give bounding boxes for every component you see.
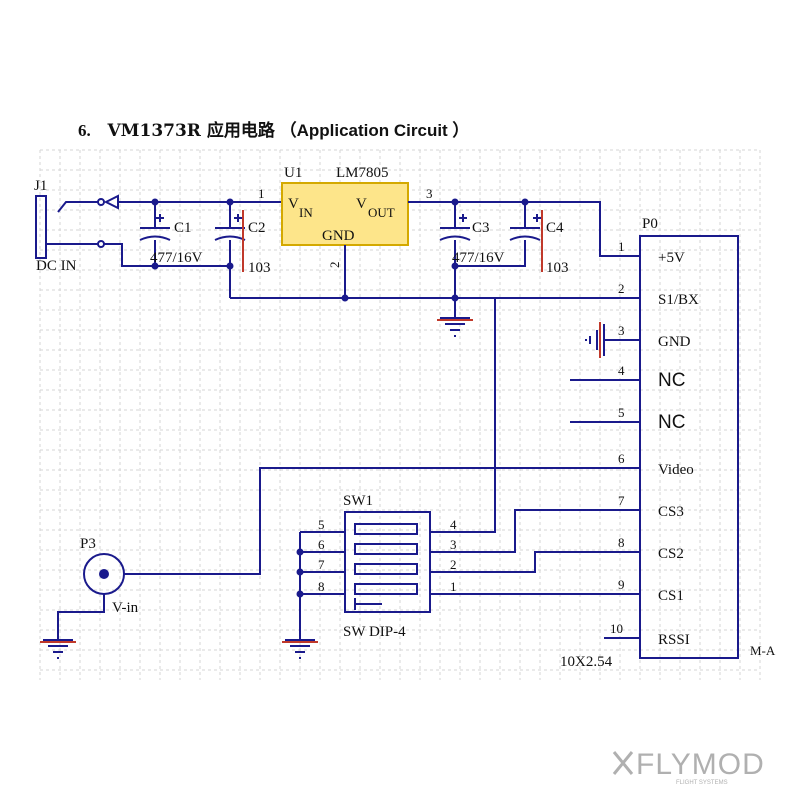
p0-footprint: 10X2.54: [560, 654, 613, 670]
cs3-wire: [430, 509, 640, 553]
heading-title-en: （Application Circuit ）: [279, 121, 470, 140]
sw1-junctions: [296, 548, 304, 598]
p0-pin-name: CS2: [658, 546, 684, 562]
p0-pin-name: +5V: [658, 250, 685, 266]
jack-ground-wire: [104, 243, 230, 267]
p0-pin-number: 9: [618, 577, 625, 592]
c1-ref: C1: [174, 220, 192, 236]
capacitor-c3: [439, 214, 471, 241]
p0-pin-name: NC: [658, 370, 685, 391]
u1-ref: U1: [284, 165, 302, 181]
sw1-left-pin-number: 8: [318, 579, 325, 594]
flymod-logo: FLYMOD FLIGHT SYSTEMS: [612, 748, 765, 786]
video-wire: [124, 467, 640, 575]
u1-vout: V: [356, 196, 367, 212]
p0-pin-name: S1/BX: [658, 292, 699, 308]
dip-switch-levers: [354, 523, 418, 610]
sw1-pin-group: 5 4 6 3 7 2 8 1: [300, 517, 457, 595]
u1-part: LM7805: [336, 165, 389, 181]
p0-pin-name: CS3: [658, 504, 684, 520]
logo-brand: FLYMOD: [636, 748, 765, 781]
cs2-wire: [430, 551, 640, 573]
sw1-left-pin-number: 7: [318, 557, 325, 572]
c3-value: 477/16V: [452, 250, 505, 266]
p0-pin-number: 5: [618, 405, 625, 420]
heading-title-cn: VM1373R 应用电路: [107, 121, 275, 141]
connector-p0: [639, 235, 739, 659]
c3-ref: C3: [472, 220, 490, 236]
vout-wire: [408, 201, 640, 257]
p0-pin-number: 2: [618, 281, 625, 296]
j1-ref: J1: [34, 178, 47, 194]
top-junctions: [151, 198, 529, 302]
p0-pin-name: RSSI: [658, 632, 690, 648]
p0-pin-number: 7: [618, 493, 625, 508]
s1bx-wire: [430, 297, 640, 533]
p3-ref: P3: [80, 536, 96, 552]
dc-jack-j1: [35, 194, 119, 259]
p0-pin-number: 6: [618, 451, 625, 466]
u1-pin3: 3: [426, 186, 433, 201]
sw1-left-pin-number: 5: [318, 517, 325, 532]
u1-vout-sub: OUT: [368, 205, 395, 220]
ground-symbol-sw1: [282, 639, 318, 659]
p0-pin-name: GND: [658, 334, 691, 350]
logo-sub: FLIGHT SYSTEMS: [676, 780, 728, 786]
background-grid: [39, 149, 761, 680]
j1-label: DC IN: [36, 258, 77, 274]
sw1-right-pin-number: 4: [450, 517, 457, 532]
sw1-left-pin-number: 6: [318, 537, 325, 552]
u1-pin1: 1: [258, 186, 265, 201]
coax-connector-p3: [57, 553, 125, 640]
p0-pin-name: Video: [658, 462, 694, 478]
p0-pin-number: 10: [610, 621, 623, 636]
c4-value: 103: [546, 260, 569, 276]
sw1-right-pin-number: 1: [450, 579, 457, 594]
c2-value: 103: [248, 260, 271, 276]
logo-x-icon: [612, 751, 634, 775]
page-heading: 6. VM1373R 应用电路 （Application Circuit ）: [78, 116, 469, 141]
ground-symbol-p0: [585, 322, 605, 358]
c1-value: 477/16V: [150, 250, 203, 266]
p0-pin-number: 1: [618, 239, 625, 254]
sw1-ref: SW1: [343, 493, 373, 509]
u1-pin2: 2: [327, 262, 342, 269]
capacitor-c4: [509, 210, 543, 272]
u1-gnd: GND: [322, 228, 355, 244]
p0-pin-number: 3: [618, 323, 625, 338]
c4-wire: [455, 202, 526, 267]
dip-switch-sw1: [344, 511, 431, 613]
ground-symbol-output: [437, 317, 473, 337]
p0-pin-number: 4: [618, 363, 625, 378]
heading-number: 6.: [78, 121, 91, 140]
sw1-right-pin-number: 3: [450, 537, 457, 552]
capacitor-c1: [139, 214, 171, 241]
c4-ref: C4: [546, 220, 564, 236]
p0-pin-number: 8: [618, 535, 625, 550]
ground-symbol-p3: [40, 639, 76, 659]
u1-vin-sub: IN: [299, 205, 313, 220]
capacitor-c2: [214, 210, 246, 272]
c2-ref: C2: [248, 220, 266, 236]
p0-pin-name: NC: [658, 412, 685, 433]
regulator-u1: [281, 182, 409, 246]
u1-vin: V: [288, 196, 299, 212]
sw1-right-pin-number: 2: [450, 557, 457, 572]
p3-label: V-in: [112, 600, 139, 616]
p0-ref: P0: [642, 216, 658, 232]
sw1-part: SW DIP-4: [343, 624, 406, 640]
p0-pin-name: CS1: [658, 588, 684, 604]
p0-side-text: M-A: [750, 643, 776, 658]
